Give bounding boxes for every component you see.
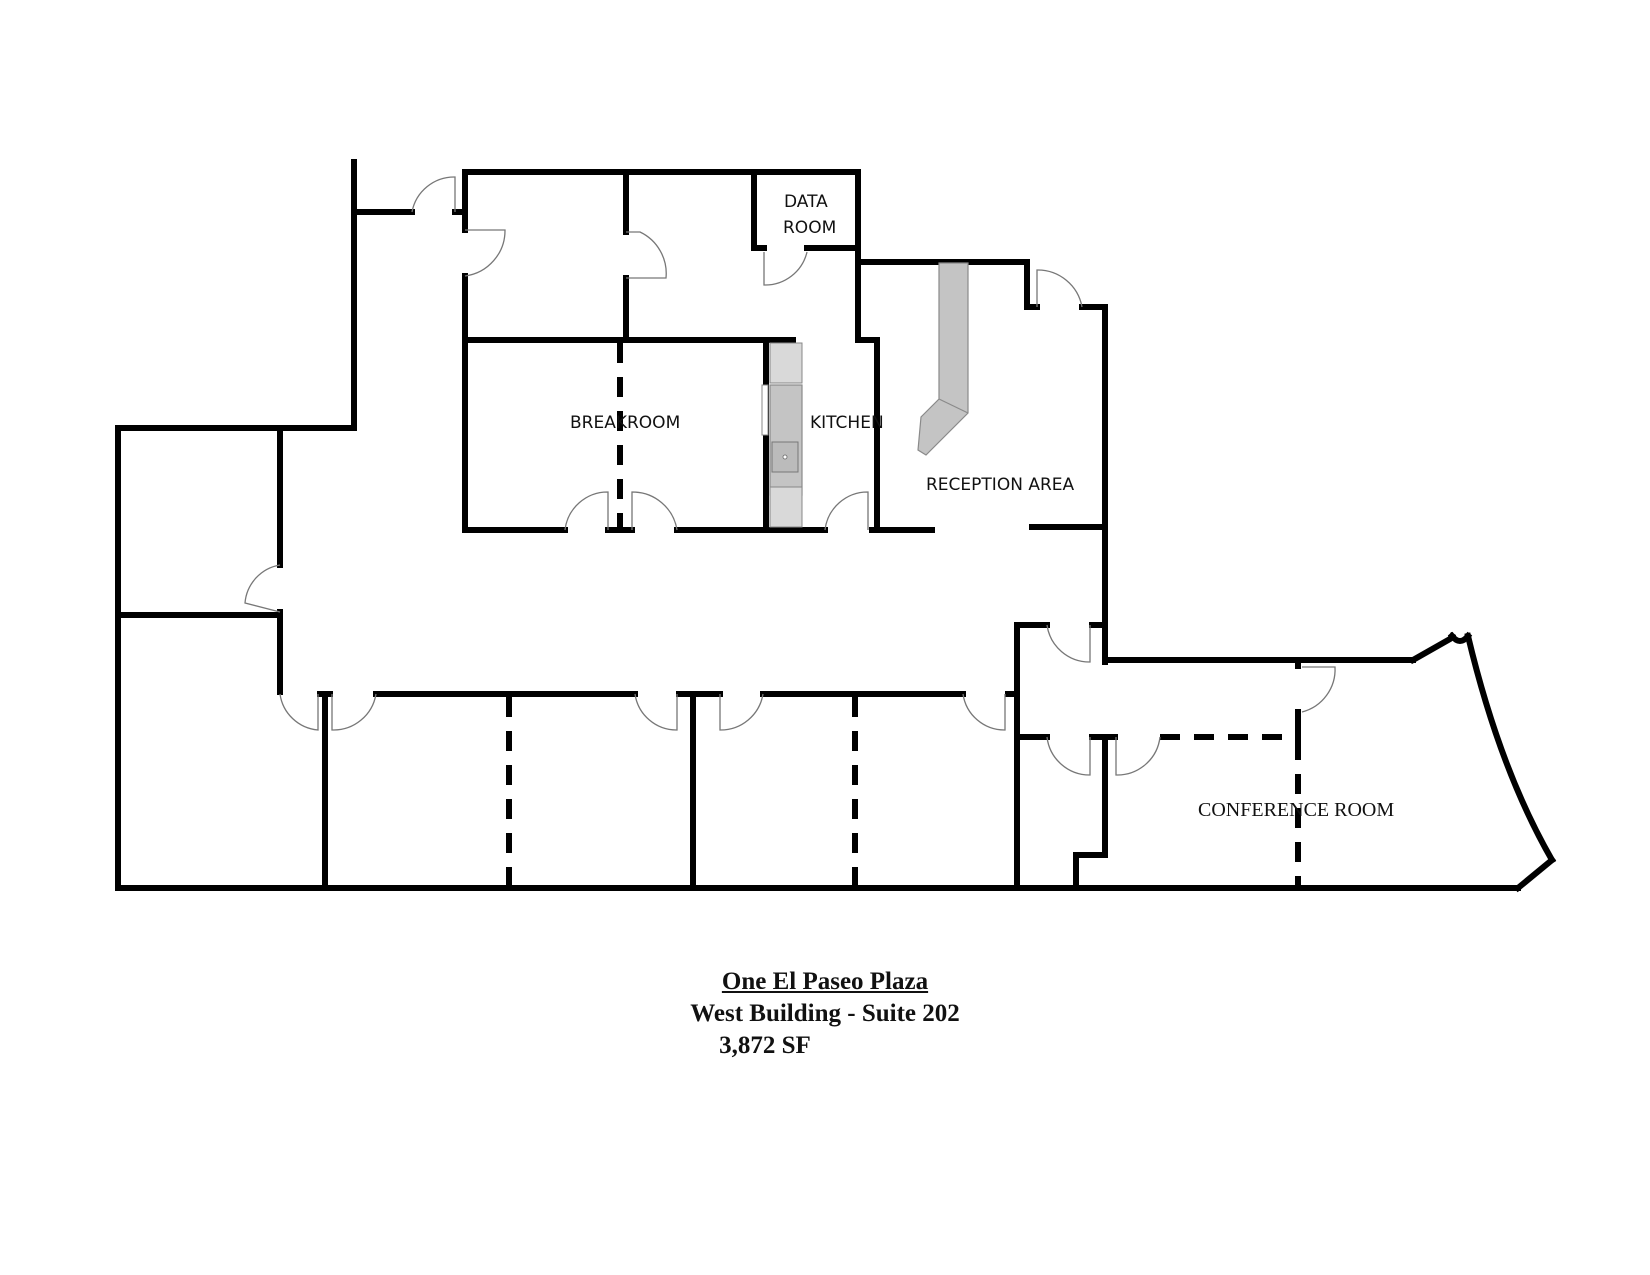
property-name: One El Paseo Plaza xyxy=(721,968,929,995)
data-room-label-1: DATA xyxy=(784,192,828,212)
partitions xyxy=(506,343,1301,886)
data-room-label-2: ROOM xyxy=(783,218,836,238)
kitchen-counter-icon xyxy=(769,384,803,496)
walls xyxy=(115,159,1557,893)
breakroom-label: BREAKROOM xyxy=(570,413,680,433)
door-swings xyxy=(244,176,1336,776)
square-footage: 3,872 SF xyxy=(719,1032,811,1059)
kitchen-fixtures xyxy=(761,342,803,528)
window-icon xyxy=(761,384,769,436)
kitchen-label: KITCHEN xyxy=(810,413,884,433)
suite-name: West Building - Suite 202 xyxy=(690,1000,960,1027)
reception-desk-icon xyxy=(917,262,969,456)
reception-area-label: RECEPTION AREA xyxy=(926,475,1074,495)
range-icon xyxy=(769,486,803,528)
conference-room-label: CONFERENCE ROOM xyxy=(1198,799,1394,821)
refrigerator-icon xyxy=(769,342,803,384)
